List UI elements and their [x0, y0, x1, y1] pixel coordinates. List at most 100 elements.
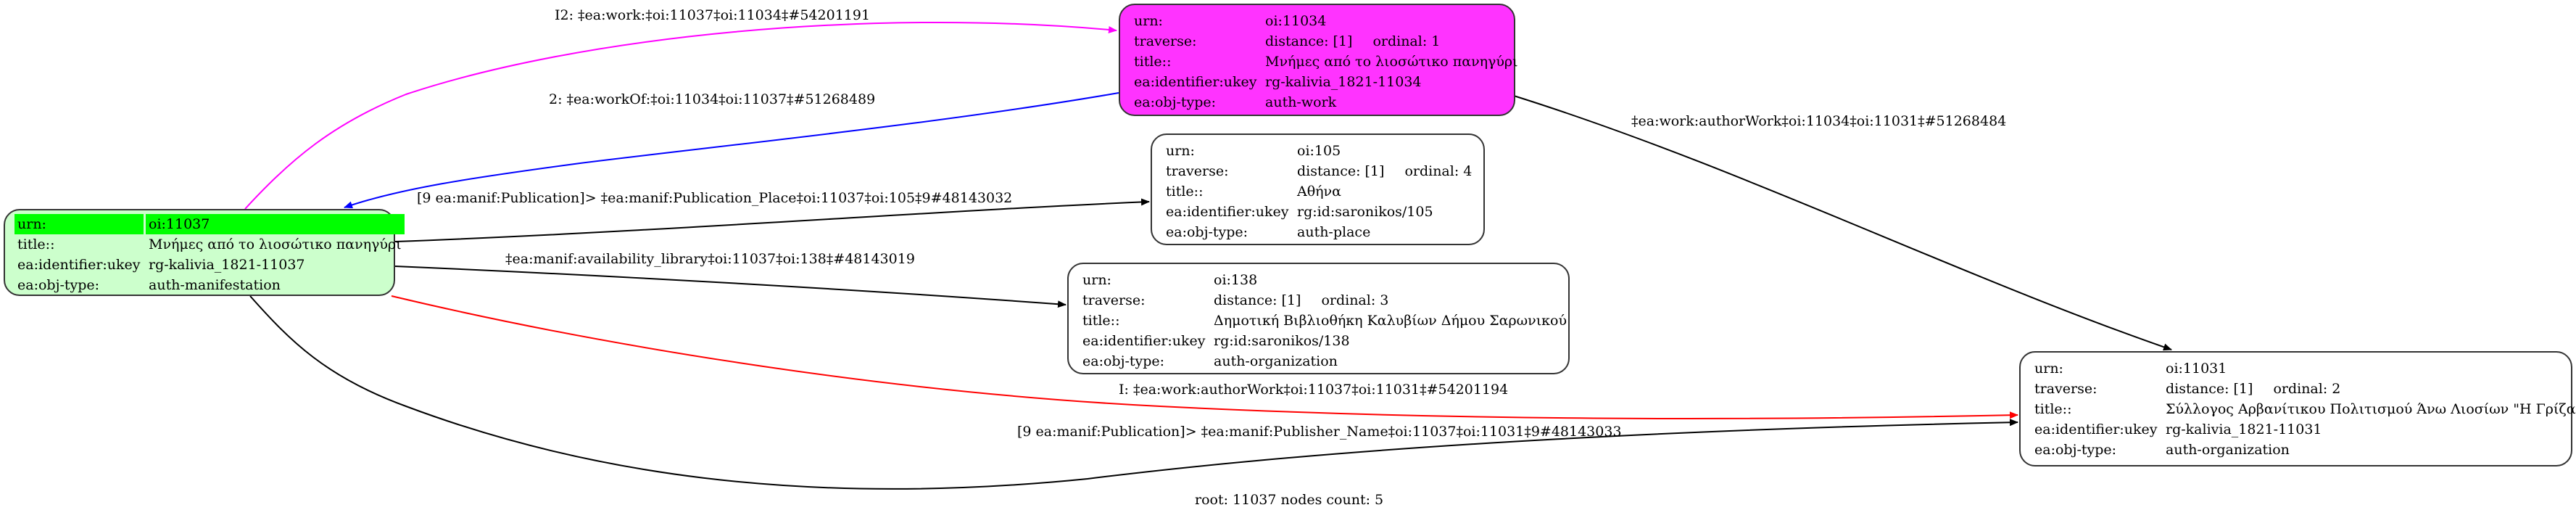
row-value: auth-organization — [1214, 353, 1338, 369]
node-oi-11037[interactable]: urn: oi:11037 title:: Μνήμες από το λιοσ… — [4, 209, 405, 296]
row-value: rg:id:saronikos/105 — [1297, 204, 1433, 220]
node-row-ukey: ea:identifier:ukey rg-kalivia_1821-11037 — [15, 255, 405, 275]
row-key: urn: — [1166, 143, 1195, 159]
node-row-title: title::Αθήνα — [1163, 181, 1475, 202]
row-value: oi:11034 — [1265, 13, 1327, 29]
traverse-distance: distance: [1] — [1297, 163, 1385, 179]
row-value: rg-kalivia_1821-11037 — [149, 257, 305, 273]
node-oi-138[interactable]: urn: oi:138 traverse: distance: [1] ordinal… — [1067, 263, 1570, 374]
row-value: distance: [1] ordinal: 4 — [1294, 161, 1475, 181]
node-oi-105[interactable]: urn: oi:105 traverse: distance: [1] ordinal… — [1151, 133, 1485, 245]
row-value: auth-manifestation — [149, 277, 281, 293]
row-value: Αθήνα — [1297, 184, 1341, 200]
traverse-distance: distance: [1] — [1214, 292, 1301, 308]
row-key: urn: — [1134, 13, 1163, 29]
row-key: title:: — [17, 237, 55, 252]
node-row-urn: urn: oi:138 — [1080, 270, 1570, 290]
traverse-distance: distance: [1] — [2166, 381, 2253, 397]
row-key: urn: — [15, 214, 144, 234]
row-value: rg:id:saronikos/138 — [1214, 333, 1350, 349]
row-key: ea:obj-type: — [17, 277, 100, 293]
node-row-title: title::Σύλλογος Αρβανίτικου Πολιτισμού Ά… — [2032, 399, 2576, 419]
row-key: traverse: — [2034, 381, 2097, 397]
node-row-title: title:: Μνήμες από το λιοσώτικο πανηγύρι — [15, 234, 405, 255]
edge-publisher-name[interactable] — [249, 295, 2018, 490]
node-row-urn: urn: oi:11034 — [1131, 11, 1521, 31]
row-key: title:: — [1082, 313, 1120, 329]
node-row-urn: urn: oi:11031 — [2032, 358, 2576, 379]
row-key: ea:obj-type: — [1166, 224, 1248, 240]
node-table: urn: oi:11031 traverse: distance: [1] ordin… — [2029, 358, 2576, 460]
edge-availability-library[interactable] — [394, 266, 1067, 308]
edge-workOf[interactable] — [344, 92, 1119, 209]
node-table: urn: oi:11034 traverse: distance: [1] ordin… — [1129, 11, 1523, 112]
row-key: ea:identifier:ukey — [1166, 204, 1289, 220]
row-key: urn: — [2034, 361, 2063, 377]
row-value: oi:11037 — [146, 214, 405, 234]
node-oi-11034[interactable]: urn: oi:11034 traverse: distance: [1] ordin… — [1119, 4, 1518, 116]
edge-author-work-11034[interactable] — [1513, 95, 2172, 351]
row-key: title:: — [2034, 401, 2072, 417]
edge-label-author-work-11037: I: ‡ea:work:authorWork‡oi:11037‡oi:11031… — [1119, 382, 1509, 398]
node-row-obj-type: ea:obj-type:auth-work — [1131, 92, 1521, 112]
node-row-traverse: traverse: distance: [1] ordinal: 2 — [2032, 379, 2576, 399]
node-row-traverse: traverse: distance: [1] ordinal: 1 — [1131, 31, 1521, 52]
traverse-ordinal: ordinal: 4 — [1404, 163, 1473, 179]
edge-label-publication-place: [9 ea:manif:Publication]> ‡ea:manif:Publ… — [417, 190, 1013, 206]
traverse-ordinal: ordinal: 3 — [1321, 292, 1389, 308]
row-key: ea:identifier:ukey — [2034, 422, 2158, 437]
row-value: Σύλλογος Αρβανίτικου Πολιτισμού Άνω Λιοσ… — [2166, 401, 2576, 417]
row-value: oi:138 — [1214, 272, 1258, 288]
node-row-ukey: ea:identifier:ukey rg:id:saronikos/105 — [1163, 202, 1475, 222]
row-value: oi:105 — [1297, 143, 1341, 159]
node-row-ukey: ea:identifier:ukey rg-kalivia_1821-11034 — [1131, 72, 1521, 92]
row-key: ea:identifier:ukey — [1082, 333, 1206, 349]
traverse-ordinal: ordinal: 2 — [2273, 381, 2341, 397]
row-key: ea:obj-type: — [2034, 442, 2117, 458]
row-key: traverse: — [1082, 292, 1146, 308]
row-key: traverse: — [1166, 163, 1229, 179]
row-key: urn: — [1082, 272, 1111, 288]
edge-label-author-work-11034: ‡ea:work:authorWork‡oi:11034‡oi:11031‡#5… — [1631, 113, 2007, 129]
node-row-ukey: ea:identifier:ukey rg:id:saronikos/138 — [1080, 331, 1570, 351]
row-value: auth-place — [1297, 224, 1371, 240]
row-value: auth-organization — [2166, 442, 2290, 458]
node-row-obj-type: ea:obj-type: auth-organization — [2032, 440, 2576, 460]
node-table: urn: oi:105 traverse: distance: [1] ordinal… — [1161, 141, 1477, 242]
node-row-obj-type: ea:obj-type: auth-place — [1163, 222, 1475, 242]
edge-author-work-11037[interactable] — [391, 295, 2018, 419]
row-value: Μνήμες από το λιοσώτικο πανηγύρι — [1265, 54, 1518, 70]
node-row-title: title::Δημοτική Βιβλιοθήκη Καλυβίων Δήμο… — [1080, 311, 1570, 331]
row-value: oi:11031 — [2166, 361, 2227, 377]
row-key: traverse: — [1134, 33, 1197, 49]
node-table: urn: oi:138 traverse: distance: [1] ordinal… — [1077, 270, 1572, 371]
node-oi-11031[interactable]: urn: oi:11031 traverse: distance: [1] ordin… — [2019, 351, 2576, 466]
row-key: title:: — [1134, 54, 1172, 70]
node-row-title: title::Μνήμες από το λιοσώτικο πανηγύρι — [1131, 52, 1521, 72]
row-key: title:: — [1166, 184, 1204, 200]
row-key: ea:identifier:ukey — [17, 257, 141, 273]
edge-label-work: I2: ‡ea:work:‡oi:11037‡oi:11034‡#5420119… — [555, 7, 871, 23]
graph-footer: root: 11037 nodes count: 5 — [1195, 492, 1384, 508]
node-table: urn: oi:11037 title:: Μνήμες από το λιοσ… — [12, 214, 407, 295]
node-row-obj-type: ea:obj-type: auth-manifestation — [15, 275, 405, 295]
node-row-ukey: ea:identifier:ukey rg-kalivia_1821-11031 — [2032, 419, 2576, 440]
row-key: ea:obj-type: — [1082, 353, 1165, 369]
row-value: distance: [1] ordinal: 3 — [1211, 290, 1570, 311]
traverse-distance: distance: [1] — [1265, 33, 1353, 49]
edge-label-workOf: 2: ‡ea:workOf:‡oi:11034‡oi:11037‡#512684… — [549, 91, 876, 107]
node-row-traverse: traverse: distance: [1] ordinal: 3 — [1080, 290, 1570, 311]
row-value: distance: [1] ordinal: 2 — [2163, 379, 2576, 399]
traverse-ordinal: ordinal: 1 — [1372, 33, 1441, 49]
edge-work[interactable] — [244, 22, 1117, 210]
node-row-urn: urn: oi:11037 — [15, 214, 405, 234]
edge-label-publisher-name: [9 ea:manif:Publication]> ‡ea:manif:Publ… — [1017, 424, 1622, 440]
node-row-urn: urn: oi:105 — [1163, 141, 1475, 161]
edge-publication-place[interactable] — [394, 198, 1150, 242]
row-value: rg-kalivia_1821-11031 — [2166, 422, 2322, 437]
row-key: ea:obj-type: — [1134, 94, 1217, 110]
row-value: Δημοτική Βιβλιοθήκη Καλυβίων Δήμου Σαρων… — [1214, 313, 1567, 329]
row-value: rg-kalivia_1821-11034 — [1265, 74, 1422, 90]
edge-label-availability-library: ‡ea:manif:availability_library‡oi:11037‡… — [505, 251, 915, 267]
row-key: ea:identifier:ukey — [1134, 74, 1257, 90]
